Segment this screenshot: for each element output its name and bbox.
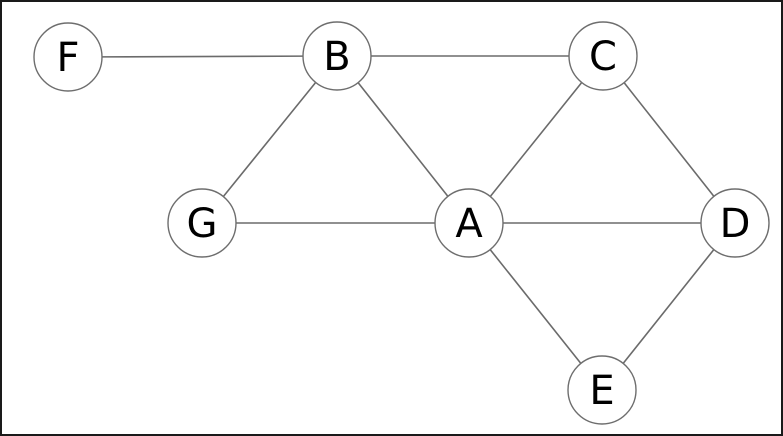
graph-edge-B-G <box>222 81 317 198</box>
graph-node-B[interactable]: B <box>302 21 372 91</box>
graph-edge-A-E <box>489 248 582 365</box>
graph-edge-F-B <box>101 55 304 58</box>
node-circle-D[interactable] <box>700 188 770 258</box>
node-circle-F[interactable] <box>33 22 103 92</box>
node-circle-A[interactable] <box>434 188 504 258</box>
graph-node-C[interactable]: C <box>568 21 638 91</box>
graph-node-E[interactable]: E <box>567 355 637 425</box>
node-circle-G[interactable] <box>167 188 237 258</box>
graph-node-A[interactable]: A <box>434 188 504 258</box>
graph-edge-A-C <box>489 81 583 198</box>
graph-node-D[interactable]: D <box>700 188 770 258</box>
node-circle-C[interactable] <box>568 21 638 91</box>
graph-node-G[interactable]: G <box>167 188 237 258</box>
edge-layer <box>101 55 715 365</box>
node-circle-E[interactable] <box>567 355 637 425</box>
graph-edge-C-D <box>623 81 715 198</box>
graph-edge-B-A <box>357 81 449 198</box>
node-circle-B[interactable] <box>302 21 372 91</box>
graph-edge-D-E <box>622 248 715 365</box>
graph-node-F[interactable]: F <box>33 22 103 92</box>
